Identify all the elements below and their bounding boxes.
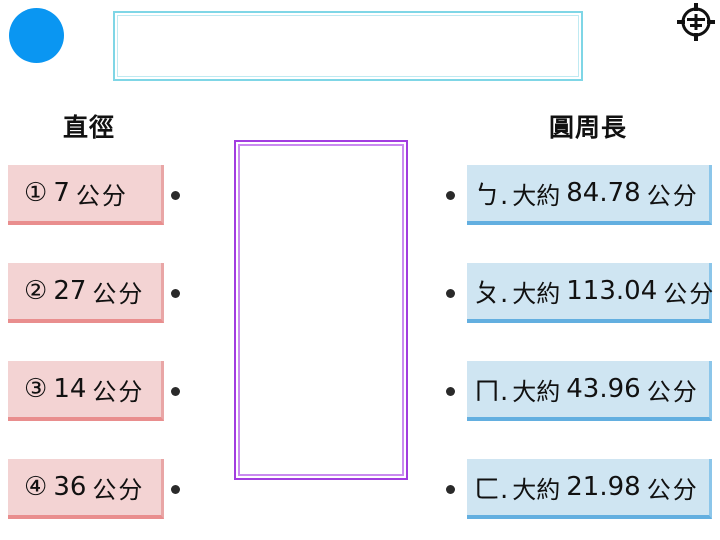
circumference-marker: ㄈ.	[474, 474, 509, 505]
school-emblem-icon	[677, 3, 715, 41]
circumference-unit: 公分	[663, 279, 716, 308]
matching-area[interactable]	[234, 140, 408, 480]
circumference-card-4[interactable]: ㄈ. 大約 21.98 公分	[467, 459, 712, 519]
diameter-unit: 公分	[92, 475, 145, 504]
diameter-connector-dot-3[interactable]	[171, 387, 180, 396]
diameter-value: 14	[53, 374, 87, 404]
circumference-header: 圓周長	[549, 113, 628, 142]
circumference-about: 大約	[512, 181, 561, 210]
circumference-about: 大約	[512, 475, 561, 504]
circumference-value: 21.98	[566, 472, 641, 502]
answer-box[interactable]	[113, 11, 583, 81]
diameter-marker: ③	[24, 374, 48, 404]
circumference-connector-dot-1[interactable]	[446, 191, 455, 200]
circumference-connector-dot-4[interactable]	[446, 485, 455, 494]
circumference-unit: 公分	[646, 475, 699, 504]
diameter-value: 7	[53, 178, 70, 208]
circumference-card-3[interactable]: ㄇ. 大約 43.96 公分	[467, 361, 712, 421]
circumference-connector-dot-3[interactable]	[446, 387, 455, 396]
diameter-card-1[interactable]: ① 7 公分	[8, 165, 164, 225]
diameter-card-2[interactable]: ② 27 公分	[8, 263, 164, 323]
circumference-marker: ㄇ.	[474, 376, 509, 407]
diameter-marker: ①	[24, 178, 48, 208]
diameter-unit: 公分	[75, 181, 128, 210]
diameter-unit: 公分	[92, 377, 145, 406]
diameter-value: 36	[53, 472, 87, 502]
circumference-marker: ㄅ.	[474, 180, 509, 211]
circumference-marker: ㄆ.	[474, 278, 509, 309]
circumference-about: 大約	[512, 279, 561, 308]
circumference-unit: 公分	[646, 181, 699, 210]
circumference-about: 大約	[512, 377, 561, 406]
diameter-connector-dot-1[interactable]	[171, 191, 180, 200]
circumference-unit: 公分	[646, 377, 699, 406]
diameter-card-3[interactable]: ③ 14 公分	[8, 361, 164, 421]
blue-circle-indicator	[9, 8, 64, 63]
diameter-header: 直徑	[63, 113, 116, 142]
diameter-marker: ②	[24, 276, 48, 306]
circumference-value: 84.78	[566, 178, 641, 208]
circumference-card-2[interactable]: ㄆ. 大約 113.04 公分	[467, 263, 716, 323]
diameter-marker: ④	[24, 472, 48, 502]
circumference-value: 113.04	[566, 276, 658, 306]
diameter-connector-dot-4[interactable]	[171, 485, 180, 494]
circumference-connector-dot-2[interactable]	[446, 289, 455, 298]
circumference-value: 43.96	[566, 374, 641, 404]
circumference-card-1[interactable]: ㄅ. 大約 84.78 公分	[467, 165, 712, 225]
diameter-connector-dot-2[interactable]	[171, 289, 180, 298]
diameter-unit: 公分	[92, 279, 145, 308]
diameter-value: 27	[53, 276, 87, 306]
diameter-card-4[interactable]: ④ 36 公分	[8, 459, 164, 519]
